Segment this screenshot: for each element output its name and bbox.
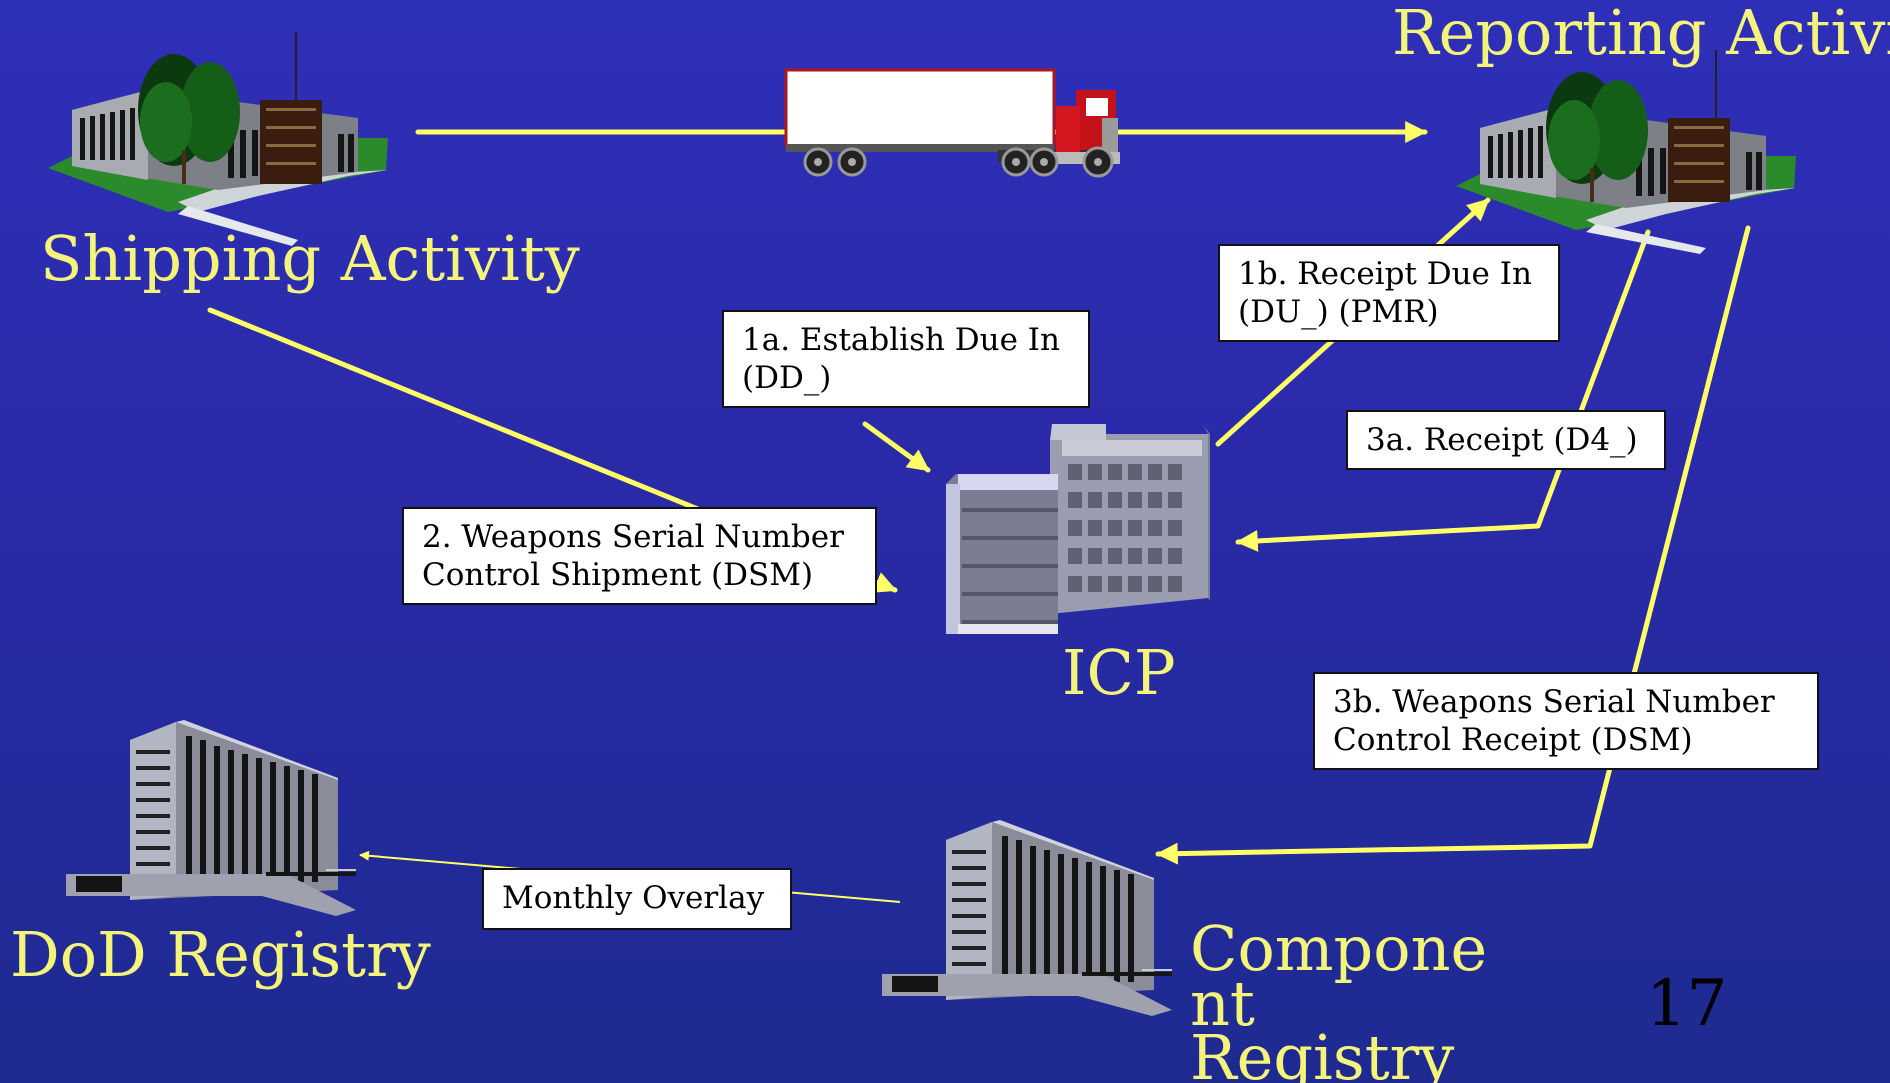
- step-3b-line-2: Control Receipt (DSM): [1333, 721, 1693, 758]
- step-1a-line-2: (DD_): [742, 359, 832, 396]
- reporting-activity-label: Reporting Activity: [1392, 0, 1890, 69]
- step-3b-line-1: 3b. Weapons Serial Number: [1333, 684, 1775, 720]
- step-1b-line-2: (DU_) (PMR): [1238, 293, 1439, 330]
- step-3b-box: 3b. Weapons Serial Number Control Receip…: [1313, 672, 1819, 770]
- step-1a-box: 1a. Establish Due In (DD_): [722, 310, 1090, 408]
- icp-label: ICP: [1062, 636, 1176, 709]
- reporting-building-icon: [1456, 50, 1796, 254]
- step-1b-line-1: 1b. Receipt Due In: [1238, 256, 1532, 292]
- step-1b-box: 1b. Receipt Due In (DU_) (PMR): [1218, 244, 1560, 342]
- component-registry-label-line-2: nt: [1190, 966, 1255, 1040]
- step-3a-box: 3a. Receipt (D4_): [1346, 410, 1666, 470]
- truck-icon: [784, 68, 1120, 178]
- step-1a-line-1: 1a. Establish Due In: [742, 322, 1061, 358]
- arrow-1a-to-icp: [862, 421, 931, 473]
- shipping-building-icon: [48, 32, 388, 246]
- component-registry-label-line-1: Compone: [1190, 912, 1488, 985]
- monthly-overlay-box: Monthly Overlay: [482, 868, 792, 930]
- dod-registry-label: DoD Registry: [10, 918, 431, 991]
- component-registry-label-line-3: Registry: [1190, 1021, 1455, 1083]
- dod-registry-building-icon: [66, 720, 356, 916]
- step-2-line-1: 2. Weapons Serial Number: [422, 519, 844, 555]
- component-registry-label: Compone nt Registry: [1190, 912, 1488, 1083]
- icp-building-icon: [946, 424, 1210, 634]
- step-2-box: 2. Weapons Serial Number Control Shipmen…: [402, 507, 877, 605]
- step-3a-line-1: 3a. Receipt (D4_): [1366, 422, 1638, 458]
- step-2-line-2: Control Shipment (DSM): [422, 556, 814, 593]
- arrow-reporting-to-icp: [1235, 229, 1651, 552]
- arrow-reporting-to-component: [1155, 225, 1751, 865]
- component-registry-building-icon: [882, 820, 1172, 1016]
- page-number: 17: [1646, 967, 1728, 1041]
- shipping-activity-label: Shipping Activity: [40, 222, 580, 295]
